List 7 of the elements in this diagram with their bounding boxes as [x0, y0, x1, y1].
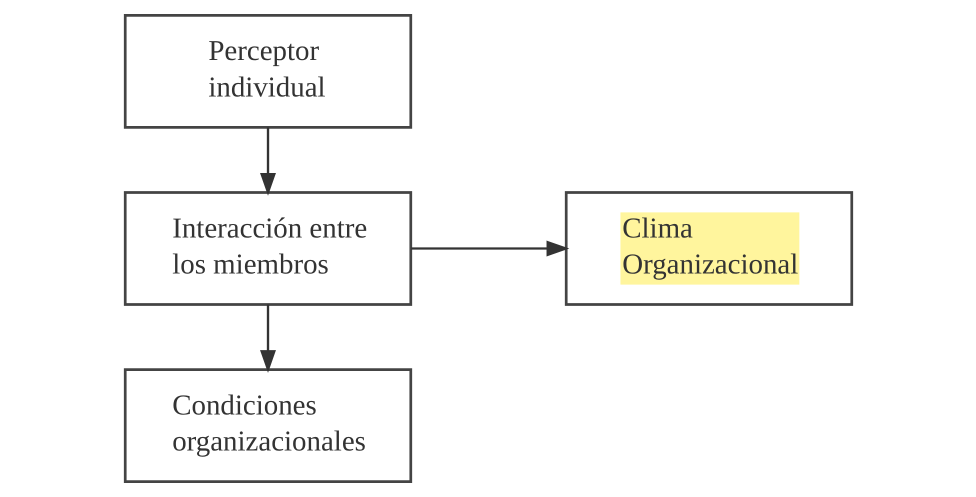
arrow	[260, 304, 276, 373]
node-box: Perceptor individual	[123, 14, 412, 129]
arrow	[260, 127, 276, 196]
node-box: Condiciones organizacionales	[123, 368, 412, 483]
node-box: Interacción entre los miembros	[123, 191, 412, 306]
arrow	[410, 240, 569, 256]
node-box: Clima Organizacional	[564, 191, 853, 306]
